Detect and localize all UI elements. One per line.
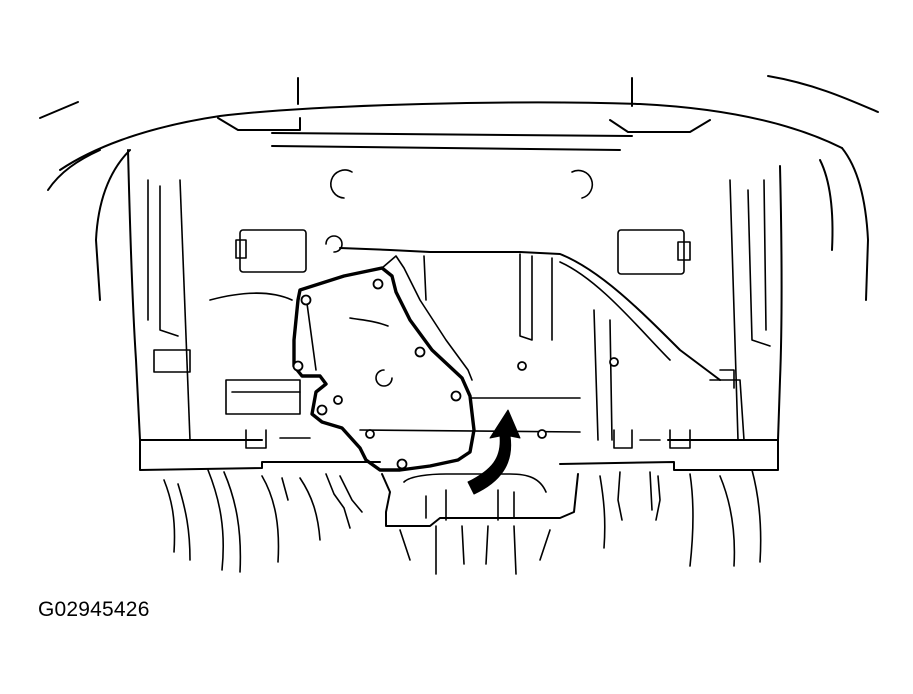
vehicle-body-outline xyxy=(39,75,879,301)
lower-structure xyxy=(163,469,762,575)
highlighted-cover-part xyxy=(292,255,476,472)
figure-code-label: G02945426 xyxy=(38,598,150,621)
center-section xyxy=(339,247,721,441)
under-cover-plate xyxy=(127,117,783,471)
curved-arrow-icon xyxy=(467,409,521,495)
